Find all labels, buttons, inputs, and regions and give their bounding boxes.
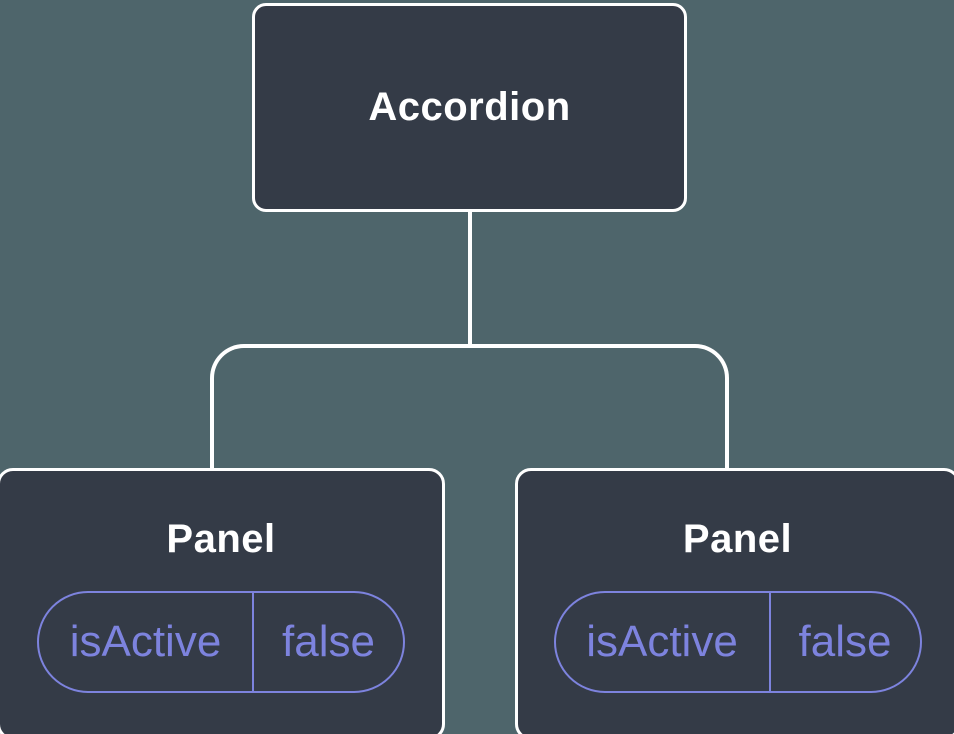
connector-branch-bracket (210, 344, 729, 474)
state-key: isActive (39, 593, 254, 691)
panel-right-state-pill: isActive false (553, 591, 922, 693)
state-key: isActive (556, 593, 771, 691)
accordion-node-label: Accordion (368, 85, 571, 129)
panel-left-label: Panel (166, 517, 276, 561)
state-value: false (798, 617, 892, 666)
state-value: false (282, 617, 375, 666)
connector-root-stem (468, 200, 472, 348)
panel-right-label: Panel (682, 517, 793, 561)
tree-node-accordion: Accordion (252, 3, 687, 212)
tree-node-panel-left: Panel isActive false (0, 468, 445, 734)
tree-node-panel-right: Panel isActive false (515, 468, 954, 734)
panel-left-state-pill: isActive false (37, 591, 405, 693)
